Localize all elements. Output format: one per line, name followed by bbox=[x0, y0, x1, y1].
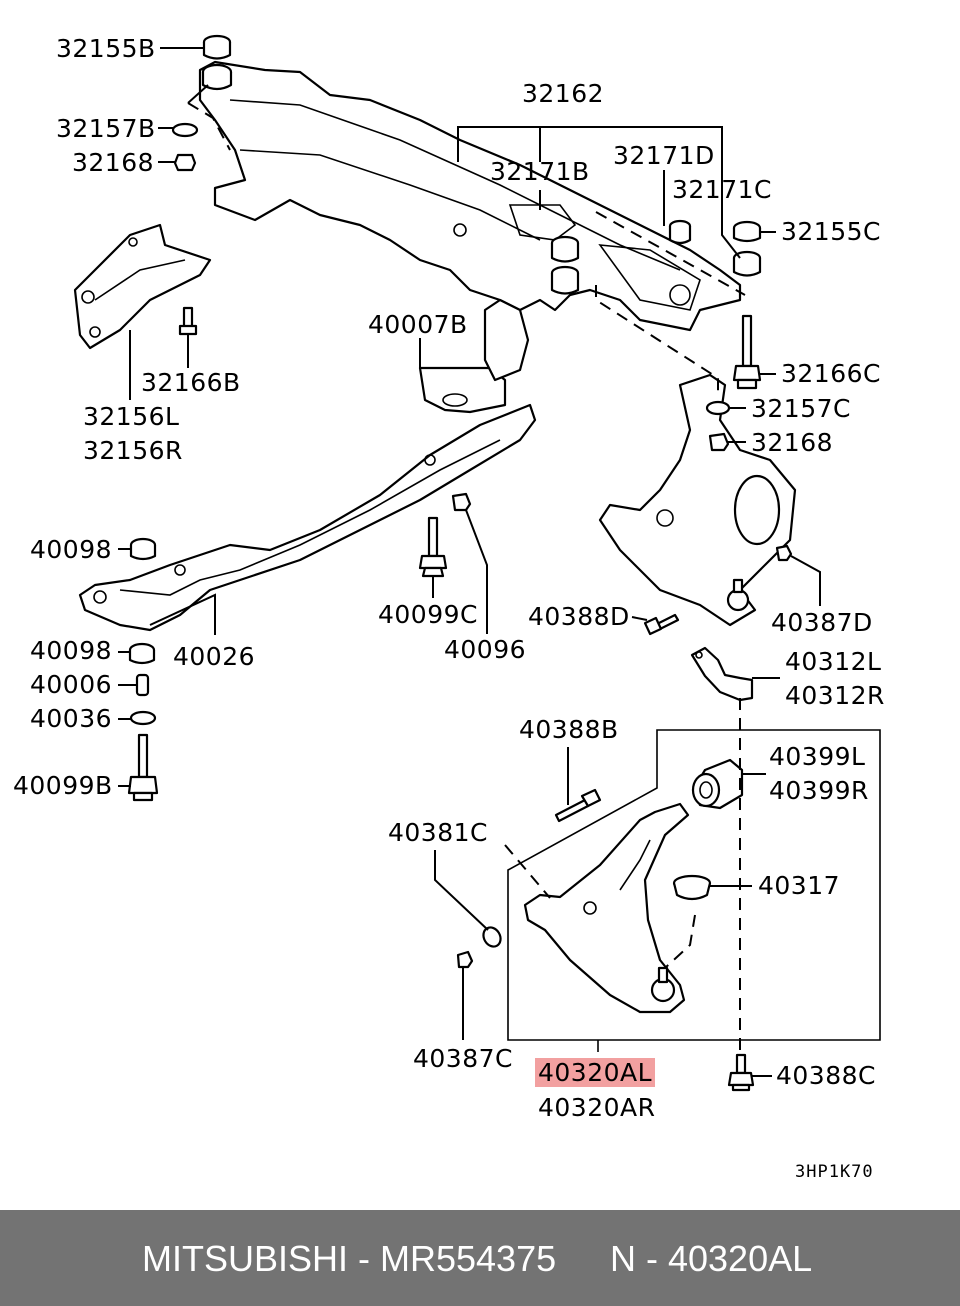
label-40399R: 40399R bbox=[769, 776, 869, 805]
label-40317: 40317 bbox=[758, 871, 841, 900]
label-32168-right: 32168 bbox=[751, 428, 834, 457]
label-40388C: 40388C bbox=[776, 1061, 876, 1090]
collar-40006 bbox=[135, 673, 150, 697]
bolt-40099C bbox=[418, 516, 448, 578]
washer-32157B bbox=[171, 122, 199, 138]
label-32156L: 32156L bbox=[83, 402, 180, 431]
washer-32157C bbox=[705, 400, 731, 416]
label-32168-upper: 32168 bbox=[72, 148, 155, 177]
label-32155B: 32155B bbox=[56, 34, 156, 63]
label-32171D: 32171D bbox=[613, 141, 715, 170]
label-40320AL: 40320AL bbox=[535, 1058, 656, 1087]
label-32157C: 32157C bbox=[751, 394, 851, 423]
label-40006: 40006 bbox=[30, 670, 113, 699]
label-40387C: 40387C bbox=[413, 1044, 513, 1073]
label-32156R: 32156R bbox=[83, 436, 183, 465]
label-40387D: 40387D bbox=[771, 608, 873, 637]
label-40098-upper: 40098 bbox=[30, 535, 113, 564]
lower-arm-frame bbox=[507, 729, 881, 1052]
nut-32168 bbox=[173, 153, 197, 172]
bolt-40388C bbox=[727, 1053, 755, 1092]
footer-reference-number: N - 40320AL bbox=[610, 1238, 813, 1279]
label-40388D: 40388D bbox=[528, 602, 630, 631]
bracket-40007B bbox=[418, 298, 530, 414]
nut-40387C bbox=[456, 950, 474, 969]
label-32171C: 32171C bbox=[672, 175, 772, 204]
bushing-40098-upper bbox=[129, 537, 157, 561]
label-40388B: 40388B bbox=[519, 715, 619, 744]
footer-brand-part-number: MITSUBISHI - MR554375 bbox=[142, 1238, 557, 1279]
diagram-code: 3HP1K70 bbox=[795, 1162, 874, 1182]
label-40098-lower: 40098 bbox=[30, 636, 113, 665]
label-32155C: 32155C bbox=[781, 217, 881, 246]
label-32166C: 32166C bbox=[781, 359, 881, 388]
washer-40381C bbox=[482, 926, 502, 948]
nut-40387D bbox=[775, 544, 793, 562]
exploded-parts-diagram: 32155B 32162 32157B 32168 32171D 32171B … bbox=[13, 34, 885, 1183]
label-40312L: 40312L bbox=[785, 647, 882, 676]
nut-40096 bbox=[451, 492, 472, 512]
bushing-32171D bbox=[668, 219, 692, 245]
knuckle-assembly bbox=[598, 373, 797, 627]
highlight-40320AL: 40320AL bbox=[535, 1058, 656, 1087]
label-32171B: 32171B bbox=[490, 157, 590, 186]
bushing-32155B bbox=[202, 34, 232, 60]
lower-arm-40320AL bbox=[523, 802, 690, 1014]
clamp-40312 bbox=[690, 646, 754, 702]
label-40099C: 40099C bbox=[378, 600, 478, 629]
subframe-40026 bbox=[78, 403, 537, 632]
label-40026: 40026 bbox=[173, 642, 256, 671]
label-40399L: 40399L bbox=[769, 742, 866, 771]
label-40312R: 40312R bbox=[785, 681, 885, 710]
dust-cover-40317 bbox=[672, 874, 712, 901]
footer-bar: MITSUBISHI - MR554375 N - 40320AL bbox=[0, 1210, 960, 1306]
leader-lines bbox=[118, 47, 821, 1077]
diagram-drawing bbox=[73, 34, 881, 1092]
bolt-32166B bbox=[178, 306, 198, 336]
crossmember-32162 bbox=[198, 60, 742, 332]
label-32157B: 32157B bbox=[56, 114, 156, 143]
bushing-32171B bbox=[550, 235, 580, 295]
label-40036: 40036 bbox=[30, 704, 113, 733]
nut-32168-right bbox=[708, 432, 730, 452]
bushing-40399 bbox=[691, 758, 744, 810]
label-40320AR: 40320AR bbox=[538, 1093, 656, 1122]
bushing-32155C bbox=[732, 220, 762, 277]
label-32162: 32162 bbox=[522, 79, 605, 108]
bolt-40099B bbox=[127, 733, 159, 802]
bolt-40388D bbox=[643, 613, 680, 636]
bracket-32156 bbox=[73, 223, 212, 350]
bushing-40098-lower bbox=[128, 642, 156, 665]
label-40381C: 40381C bbox=[388, 818, 488, 847]
label-40096: 40096 bbox=[444, 635, 527, 664]
bushing-upper-left bbox=[201, 63, 233, 91]
guide-lines bbox=[187, 102, 746, 1050]
bolt-40388B bbox=[554, 788, 602, 823]
washer-40036 bbox=[129, 710, 157, 726]
label-40007B: 40007B bbox=[368, 310, 468, 339]
bolt-32166C bbox=[732, 314, 762, 390]
label-40099B: 40099B bbox=[13, 771, 113, 800]
label-32166B: 32166B bbox=[141, 368, 241, 397]
